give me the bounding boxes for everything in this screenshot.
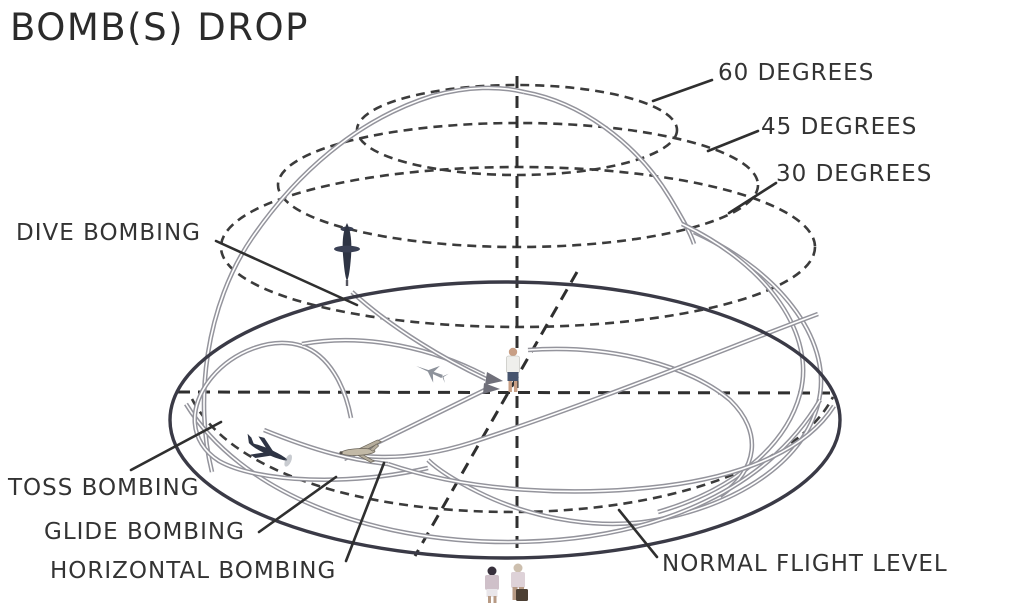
label-45-degrees: 45 DEGREES (761, 114, 918, 140)
flight-paths (184, 85, 836, 545)
leader-toss-bombing (129, 420, 223, 472)
normal-flight-level-ellipse (168, 280, 842, 560)
label-horizontal-bombing: HORIZONTAL BOMBING (50, 558, 337, 584)
label-glide-bombing: GLIDE BOMBING (44, 519, 245, 545)
trajectory-arrowhead (483, 383, 500, 394)
leader-45-degrees (706, 129, 760, 153)
dive-bomber-aircraft-icon (334, 223, 360, 286)
label-normal-flight-level: NORMAL FLIGHT LEVEL (662, 551, 948, 577)
label-dive-bombing: DIVE BOMBING (16, 220, 201, 246)
label-30-degrees: 30 DEGREES (776, 161, 933, 187)
trajectory-arrowhead (485, 372, 503, 385)
target-person-figure (506, 347, 520, 392)
observer-people-figures (485, 563, 528, 603)
diagonal-axis-line (413, 271, 579, 557)
label-60-degrees: 60 DEGREES (718, 60, 875, 86)
leader-horizontal-bombing (344, 461, 386, 563)
leader-normal-flight-level (617, 508, 659, 559)
released-bomb-icon (416, 365, 449, 384)
toss-bomber-aircraft-icon (247, 433, 292, 467)
leader-dive-bombing (214, 239, 359, 307)
horizontal-axis-line (177, 390, 837, 395)
glide-bomber-aircraft-icon (339, 439, 383, 463)
leader-glide-bombing (257, 475, 338, 534)
leader-30-degrees (727, 181, 778, 215)
leader-60-degrees (651, 78, 714, 103)
diagram-title: BOMB(S) DROP (10, 6, 309, 49)
leader-lines (129, 78, 778, 563)
label-toss-bombing: TOSS BOMBING (8, 475, 200, 501)
